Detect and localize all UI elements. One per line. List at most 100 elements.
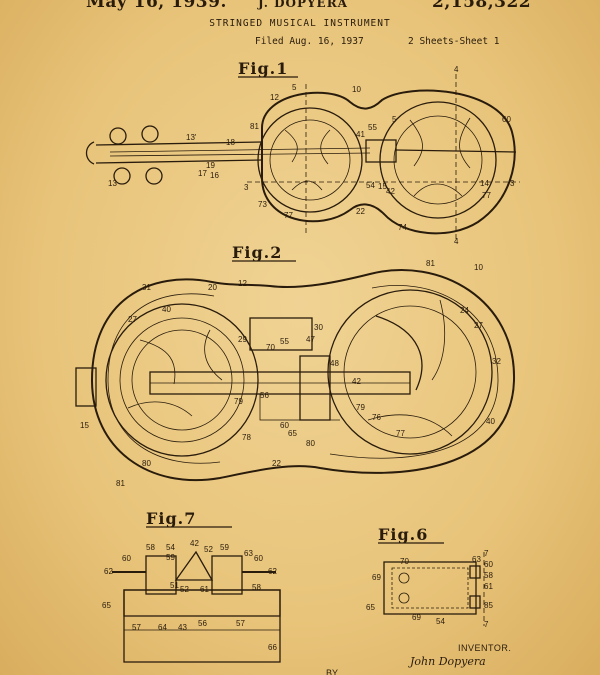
- sheet-count: 2 Sheets-Sheet 1: [408, 36, 500, 47]
- reference-numeral: 54: [436, 617, 445, 626]
- reference-numeral: 54: [366, 181, 375, 190]
- by-label: BY: [326, 668, 339, 675]
- reference-numeral: 52: [180, 585, 189, 594]
- reference-numeral: 10: [352, 85, 361, 94]
- reference-numeral: 27: [474, 321, 483, 330]
- reference-numeral: 56: [260, 391, 269, 400]
- figure-1: Fig.1: [85, 59, 520, 246]
- reference-numeral: 18: [226, 138, 235, 147]
- inventor-label: INVENTOR.: [458, 643, 512, 653]
- reference-numeral: 60: [280, 421, 289, 430]
- reference-numeral: 55: [280, 337, 289, 346]
- figure-6: Fig.6 63 7 60 58 61 85 69 70 65 69 54 7: [366, 525, 493, 629]
- patent-title: STRINGED MUSICAL INSTRUMENT: [209, 18, 391, 29]
- reference-numeral: 55: [368, 123, 377, 132]
- reference-numeral: 58: [146, 543, 155, 552]
- reference-numeral: 65: [102, 601, 111, 610]
- reference-numeral: 3: [510, 179, 515, 188]
- reference-numeral: 13': [186, 133, 197, 142]
- reference-numeral: 32: [492, 357, 501, 366]
- reference-numeral: 20: [208, 283, 217, 292]
- reference-numeral: 65: [288, 429, 297, 438]
- filed-date: Filed Aug. 16, 1937: [255, 36, 364, 47]
- reference-numeral: 4: [454, 65, 459, 74]
- figure-2-label: Fig.2: [232, 243, 282, 262]
- reference-numeral: 79: [356, 403, 365, 412]
- reference-numeral: 70: [400, 557, 409, 566]
- figure-6-label: Fig.6: [378, 525, 428, 544]
- figure-7: Fig.7 54 58 59 42 52 59 63 60 62 60 62 5…: [102, 509, 281, 663]
- reference-numeral: 62: [268, 567, 277, 576]
- reference-numeral: 65: [366, 603, 375, 612]
- reference-numeral: 54: [166, 543, 175, 552]
- reference-numeral: 63: [472, 555, 481, 564]
- reference-numeral: 19: [206, 161, 215, 170]
- reference-numeral: 7: [484, 620, 489, 629]
- reference-numeral: 40: [486, 417, 495, 426]
- reference-numeral: 48: [330, 359, 339, 368]
- reference-numeral: 80: [142, 459, 151, 468]
- reference-numeral: 30: [314, 323, 323, 332]
- reference-numeral: 12: [238, 279, 247, 288]
- reference-numeral: 61: [200, 585, 209, 594]
- reference-numeral: 62: [104, 567, 113, 576]
- reference-numeral: 66: [268, 643, 277, 652]
- reference-numeral: 16: [210, 171, 219, 180]
- reference-numeral: 15: [378, 182, 387, 191]
- patent-date: May 16, 1939.: [86, 0, 227, 12]
- reference-numeral: 12: [270, 93, 279, 102]
- reference-numeral: 10: [474, 263, 483, 272]
- inventor-name: J. DOPYERA: [258, 0, 348, 10]
- reference-numeral: 5: [292, 83, 297, 92]
- reference-numeral: 60: [122, 554, 131, 563]
- reference-numeral: 81: [426, 259, 435, 268]
- inventor-signature: John Dopyera: [410, 655, 486, 668]
- reference-numeral: 5: [392, 115, 397, 124]
- reference-numeral: 73: [258, 200, 267, 209]
- reference-numeral: 78: [242, 433, 251, 442]
- reference-numeral: 51: [170, 581, 179, 590]
- reference-numeral: 77: [396, 429, 405, 438]
- reference-numeral: 43: [178, 623, 187, 632]
- reference-numeral: 47: [306, 335, 315, 344]
- reference-numeral: 41: [356, 130, 365, 139]
- reference-numeral: 63: [244, 549, 253, 558]
- reference-numeral: 24: [460, 306, 469, 315]
- reference-numeral: 60: [484, 560, 493, 569]
- reference-numeral: 60: [254, 554, 263, 563]
- reference-numeral: 76: [372, 413, 381, 422]
- reference-numeral: 58: [252, 583, 261, 592]
- reference-numeral: 4: [454, 237, 459, 246]
- reference-numeral: 81: [250, 122, 259, 131]
- reference-numeral: 79: [234, 397, 243, 406]
- reference-numeral: 59: [166, 553, 175, 562]
- reference-numeral: 69: [412, 613, 421, 622]
- reference-numeral: 22: [272, 459, 281, 468]
- reference-numeral: 7: [484, 549, 489, 558]
- reference-numeral: 74: [398, 223, 407, 232]
- reference-numeral: 70: [266, 343, 275, 352]
- reference-numeral: 14: [480, 179, 489, 188]
- reference-numeral: 64: [158, 623, 167, 632]
- reference-numeral: 42: [352, 377, 361, 386]
- figure-1-label: Fig.1: [238, 59, 288, 78]
- reference-numeral: 56: [198, 619, 207, 628]
- reference-numeral: 13: [108, 179, 117, 188]
- reference-numeral: 57: [236, 619, 245, 628]
- reference-numeral: 42: [386, 187, 395, 196]
- reference-numeral: 61: [484, 582, 493, 591]
- reference-numeral: 77: [482, 191, 491, 200]
- reference-numeral: 69: [372, 573, 381, 582]
- reference-numeral: 31: [142, 283, 151, 292]
- reference-numeral: 29: [238, 335, 247, 344]
- figure-7-label: Fig.7: [146, 509, 196, 528]
- reference-numeral: 22: [356, 207, 365, 216]
- reference-numeral: 42: [190, 539, 199, 548]
- reference-numeral: 17: [198, 169, 207, 178]
- reference-numeral: 27: [128, 315, 137, 324]
- reference-numeral: 52: [204, 545, 213, 554]
- reference-numeral: 59: [220, 543, 229, 552]
- reference-numeral: 15: [80, 421, 89, 430]
